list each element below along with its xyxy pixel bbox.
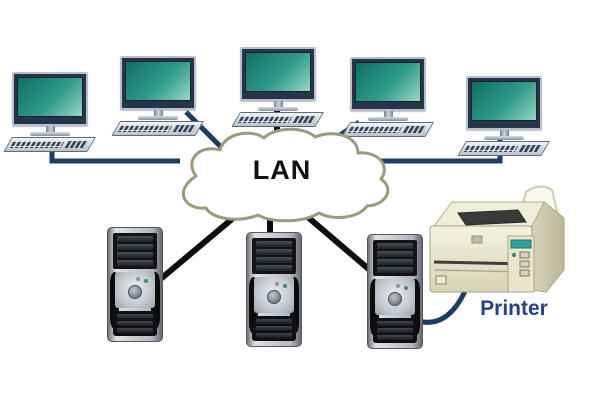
keyboard-icon [3, 137, 97, 152]
power-button-icon [128, 284, 142, 299]
panel-button [519, 251, 530, 259]
vent-grille [113, 311, 157, 336]
monitor-stand [383, 111, 393, 117]
server-3 [367, 234, 423, 349]
workstation-1 [3, 72, 97, 152]
monitor-base [258, 107, 298, 111]
monitor-icon [12, 72, 88, 126]
monitor-stand [45, 126, 55, 132]
monitor-screen [125, 61, 191, 101]
monitor-stand [273, 101, 283, 107]
monitor-icon [350, 57, 426, 111]
drive-bays [113, 233, 157, 269]
workstation-2 [111, 56, 204, 136]
server-front-panel [115, 272, 155, 308]
power-button-icon [388, 291, 402, 306]
server-front-panel [375, 279, 415, 315]
tray-latch [435, 275, 447, 285]
monitor-stand [153, 110, 163, 116]
vent-grille [252, 316, 296, 341]
monitor-base [30, 132, 70, 136]
output-opening [457, 209, 527, 226]
monitor-icon [466, 76, 542, 130]
printer-display [510, 239, 532, 249]
led-icon [403, 286, 408, 290]
panel-button [519, 260, 530, 268]
drive-bays [373, 240, 417, 276]
printer-icon [429, 185, 565, 293]
printer-label: Printer [480, 297, 548, 320]
monitor-screen [471, 81, 537, 121]
led-icon [282, 284, 287, 288]
brand-badge [471, 235, 483, 244]
lan-cloud [181, 127, 390, 223]
drive-bays [252, 238, 296, 274]
monitor-icon [240, 47, 316, 101]
connection-cloud-server-1 [155, 211, 240, 285]
workstation-3 [231, 47, 324, 127]
monitor-base [368, 117, 408, 121]
monitor-screen [355, 62, 421, 102]
workstation-4 [341, 57, 434, 137]
led-icon [395, 284, 400, 288]
printer-led-icon [511, 252, 517, 258]
panel-button [519, 269, 530, 277]
keyboard-icon [231, 112, 324, 127]
monitor-base [138, 116, 178, 120]
monitor-screen [17, 77, 83, 117]
connection-workstation-2-cloud [184, 110, 228, 154]
vent-grille [373, 318, 417, 343]
server-1 [107, 227, 163, 342]
connection-cloud-server-3 [301, 210, 373, 274]
monitor-base [484, 136, 524, 140]
keyboard-icon [457, 141, 550, 156]
cloud-shape [181, 127, 390, 223]
lan-cloud-label: LAN [252, 155, 312, 185]
monitor-icon [120, 56, 196, 110]
led-icon [135, 277, 140, 281]
server-front-panel [254, 277, 294, 313]
monitor-screen [245, 52, 311, 92]
power-button-icon [267, 289, 281, 304]
monitor-stand [499, 130, 509, 136]
server-2 [246, 232, 302, 347]
led-icon [143, 279, 148, 283]
led-icon [274, 282, 279, 286]
workstation-5 [457, 76, 550, 156]
